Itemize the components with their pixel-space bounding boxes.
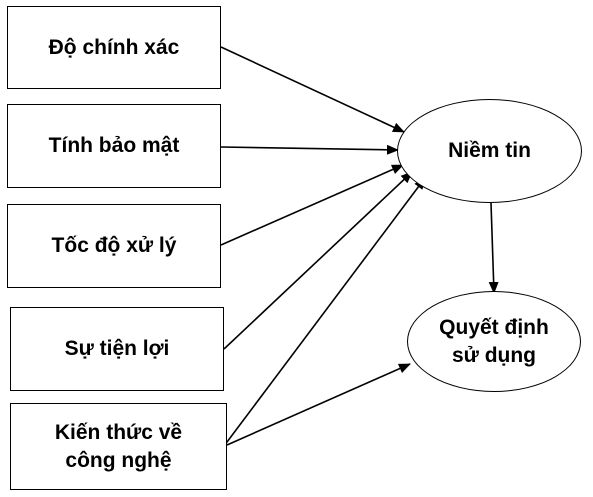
node-tech-knowledge: Kiến thức về công nghệ	[10, 403, 227, 490]
edge-speed-to-trust	[220, 164, 404, 246]
node-accuracy-label: Độ chính xác	[48, 35, 180, 59]
edge-trust-to-decision	[488, 202, 499, 294]
node-tech-knowledge-label: Kiến thức về công nghệ	[54, 421, 183, 472]
node-usage-decision: Quyết định sử dụng	[407, 291, 581, 392]
node-speed: Tốc độ xử lý	[7, 204, 221, 288]
edge-convenience-to-trust	[223, 171, 413, 350]
edge-accuracy-to-trust	[220, 46, 405, 133]
node-convenience-label: Sự tiện lợi	[64, 337, 170, 361]
node-trust: Niềm tin	[397, 99, 582, 203]
node-usage-decision-label: Quyết định sử dụng	[439, 316, 549, 367]
edge-security-to-trust	[220, 144, 399, 155]
node-convenience: Sự tiện lợi	[10, 307, 224, 391]
edge-knowledge-to-decision	[226, 363, 411, 446]
node-security-label: Tính bảo mật	[48, 134, 180, 158]
node-speed-label: Tốc độ xử lý	[51, 234, 177, 258]
node-accuracy: Độ chính xác	[7, 6, 221, 89]
node-security: Tính bảo mật	[7, 104, 221, 188]
edge-knowledge-to-trust	[223, 177, 426, 447]
node-trust-label: Niềm tin	[448, 139, 531, 163]
